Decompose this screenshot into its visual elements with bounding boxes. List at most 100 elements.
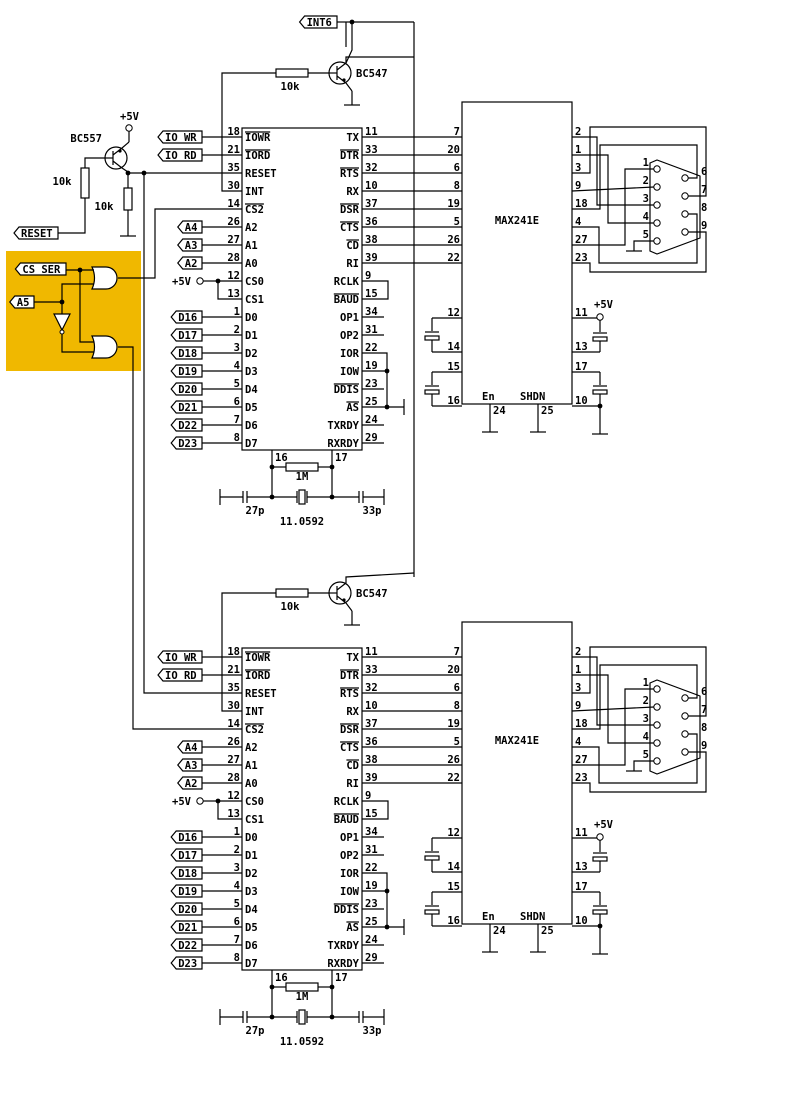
junction-dot bbox=[384, 888, 390, 894]
uart-chip bbox=[241, 127, 363, 451]
uart-pin-label-d4: D4 bbox=[245, 904, 258, 916]
reset-base-resistor-value: 10k bbox=[53, 176, 73, 188]
uart-pin-number: 32 bbox=[365, 682, 378, 694]
uart-pin-label-reset: RESET bbox=[245, 688, 277, 700]
max-pin-number: 10 bbox=[575, 915, 588, 927]
transistor-arrow bbox=[342, 598, 346, 602]
net-label-d18: D18 bbox=[178, 868, 197, 880]
uart-pin-number: 35 bbox=[227, 162, 240, 174]
max-pin-number: 9 bbox=[575, 700, 581, 712]
net-label-d17: D17 bbox=[178, 330, 197, 342]
int-collector-wire bbox=[345, 572, 415, 583]
wire bbox=[61, 283, 94, 302]
net-label-d16: D16 bbox=[178, 312, 197, 324]
cap-plate bbox=[424, 335, 440, 341]
max-bottom-label-en: En bbox=[482, 391, 495, 403]
max-bottom-label-shdn: SHDN bbox=[520, 391, 545, 403]
uart-pin-label-ri: RI bbox=[346, 778, 359, 790]
uart-pin-label-ior: IOR bbox=[340, 868, 360, 880]
net-label-flag bbox=[177, 740, 203, 754]
rs232-wire bbox=[572, 231, 707, 273]
net-label-flag bbox=[170, 346, 203, 360]
db9-pin bbox=[681, 730, 689, 738]
cap-plate bbox=[592, 389, 608, 395]
rs232-wire bbox=[571, 186, 655, 192]
uart-pin-label-d6: D6 bbox=[245, 420, 258, 432]
uart-pin-number: 15 bbox=[365, 288, 378, 300]
uart-pin-number: 30 bbox=[227, 180, 240, 192]
max-pin-number: 14 bbox=[447, 341, 460, 353]
uart-pin-number: 29 bbox=[365, 952, 378, 964]
uart-pin-number: 11 bbox=[365, 126, 378, 138]
cs-wire-2 bbox=[118, 346, 242, 730]
uart-pin-number: 15 bbox=[365, 808, 378, 820]
uart-pin-number: 5 bbox=[234, 898, 240, 910]
net-label-flag bbox=[170, 328, 203, 342]
uart-pin-number: 13 bbox=[227, 288, 240, 300]
net-label-flag bbox=[170, 418, 203, 432]
int-transistor-label: BC547 bbox=[356, 588, 388, 600]
db9-pin-number: 4 bbox=[643, 211, 649, 223]
uart-pin-label-rts: RTS bbox=[340, 168, 359, 180]
uart-pin-label-dtr: DTR bbox=[340, 670, 360, 682]
db9-pin-number: 2 bbox=[643, 175, 649, 187]
uart-pin-label-d5: D5 bbox=[245, 922, 258, 934]
uart-pin-label-a1: A1 bbox=[245, 240, 258, 252]
uart-pin-label-ddis: DDIS bbox=[334, 384, 359, 396]
net-label-flag bbox=[177, 758, 203, 772]
max-pin-number: 14 bbox=[447, 861, 460, 873]
int-resistor-value: 10k bbox=[281, 601, 301, 613]
int-collector-wire bbox=[345, 56, 414, 63]
db9-pin bbox=[653, 757, 661, 765]
uart-pin-label-rclk: RCLK bbox=[334, 276, 360, 288]
wire bbox=[345, 602, 353, 612]
net-label-d22: D22 bbox=[178, 940, 197, 952]
uart-pin-label-d3: D3 bbox=[245, 886, 258, 898]
uart-pin-label-cs0: CS0 bbox=[245, 276, 264, 288]
net-label-flag bbox=[157, 148, 203, 162]
max-pin-number: 13 bbox=[575, 861, 588, 873]
uart-pin-label-ior: IOR bbox=[340, 348, 360, 360]
resistor bbox=[285, 462, 319, 472]
uart-pin-number: 24 bbox=[365, 934, 378, 946]
uart-pin-number: 25 bbox=[365, 916, 378, 928]
xtal-pin-number: 16 bbox=[275, 972, 288, 984]
uart-pin-label-a1: A1 bbox=[245, 760, 258, 772]
max-pin-number: 17 bbox=[575, 881, 588, 893]
reset-pulldown-value: 10k bbox=[95, 201, 115, 213]
db9-pin bbox=[653, 739, 661, 747]
uart-pin-number: 2 bbox=[234, 324, 240, 336]
vcc-label: +5V bbox=[120, 111, 140, 123]
resistor bbox=[275, 68, 309, 78]
cap-plate bbox=[592, 336, 608, 342]
cap-plate bbox=[424, 389, 440, 395]
uart-pin-number: 4 bbox=[234, 880, 240, 892]
net-label-d17: D17 bbox=[178, 850, 197, 862]
uart-pin-label-baud: BAUD bbox=[334, 814, 359, 826]
net-label-d19: D19 bbox=[178, 886, 197, 898]
int-transistor-label: BC547 bbox=[356, 68, 388, 80]
uart-pin-number: 33 bbox=[365, 664, 378, 676]
cap-value-left: 27p bbox=[246, 1025, 265, 1037]
max-pin-number: 25 bbox=[541, 405, 554, 417]
db9-pin bbox=[653, 703, 661, 711]
uart-pin-label-int: INT bbox=[245, 706, 264, 718]
net-label-flag bbox=[157, 650, 203, 664]
uart-pin-number: 3 bbox=[234, 862, 240, 874]
uart-pin-number: 9 bbox=[365, 790, 371, 802]
max-pin-number: 23 bbox=[575, 772, 588, 784]
rs232-wire bbox=[572, 144, 698, 210]
uart-pin-number: 7 bbox=[234, 934, 240, 946]
resistor bbox=[275, 588, 309, 598]
max-pin-number: 15 bbox=[447, 881, 460, 893]
db9-pin-number: 6 bbox=[701, 166, 707, 178]
uart-pin-label-tx: TX bbox=[346, 132, 359, 144]
db9-pin bbox=[681, 694, 689, 702]
max241e-chip bbox=[461, 101, 573, 405]
db9-pin bbox=[653, 183, 661, 191]
db9-pin-number: 8 bbox=[701, 722, 707, 734]
max-pin-number: 17 bbox=[575, 361, 588, 373]
db9-pin bbox=[653, 721, 661, 729]
uart-pin-number: 29 bbox=[365, 432, 378, 444]
